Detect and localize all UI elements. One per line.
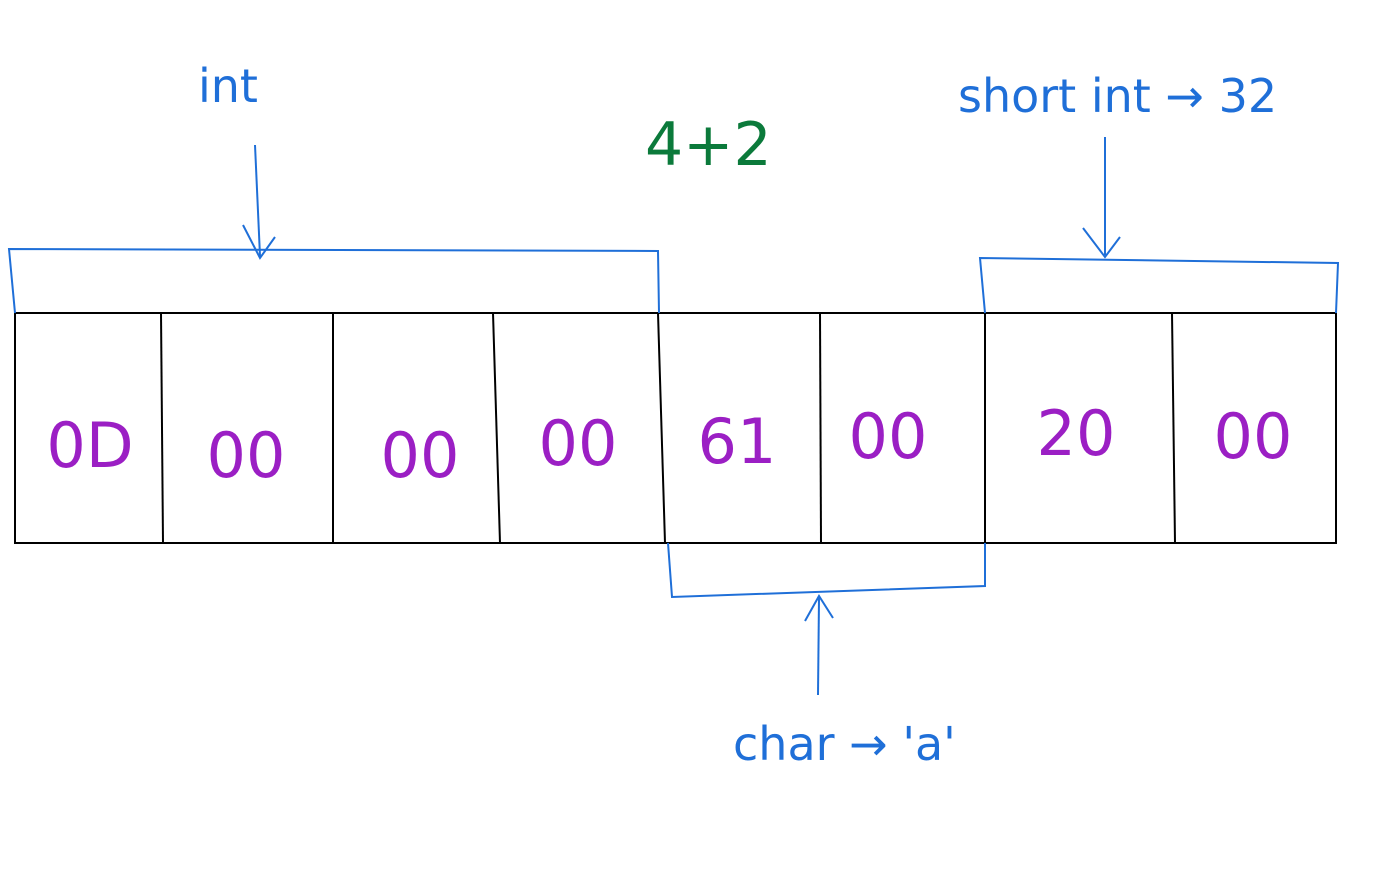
cell-divider [657,312,666,544]
cell-divider [819,312,822,544]
byte-values: 0D 00 00 00 61 00 20 00 [46,397,1292,492]
cell-divider [1171,312,1176,544]
byte-cell-1: 00 [207,419,286,492]
byte-cell-7: 00 [1214,400,1293,473]
int-arrow [254,144,261,257]
short-int-label: short int → 32 [958,69,1277,123]
char-arrow [817,597,820,696]
byte-cell-0: 0D [46,409,133,482]
short-int-bracket [978,256,1340,314]
char-arrow-head [804,594,834,622]
int-arrow-head [242,224,276,260]
byte-cell-3: 00 [539,407,618,480]
cell-divider [492,312,501,544]
byte-cell-4: 61 [698,405,777,478]
short-int-annotation [978,137,1340,314]
char-bracket [667,542,986,599]
int-label: int [198,59,258,113]
int-annotation [7,144,660,314]
char-label: char → 'a' [733,717,956,771]
short-int-arrow-head [1082,227,1121,259]
byte-cell-6: 20 [1037,397,1116,470]
byte-cell-5: 00 [849,400,928,473]
memory-row [14,312,1337,544]
int-bracket [7,247,660,314]
cell-divider [160,312,164,544]
size-note: 4+2 [645,110,772,180]
char-annotation [667,542,986,696]
memory-row-outline [14,312,1337,544]
byte-cell-2: 00 [381,419,460,492]
